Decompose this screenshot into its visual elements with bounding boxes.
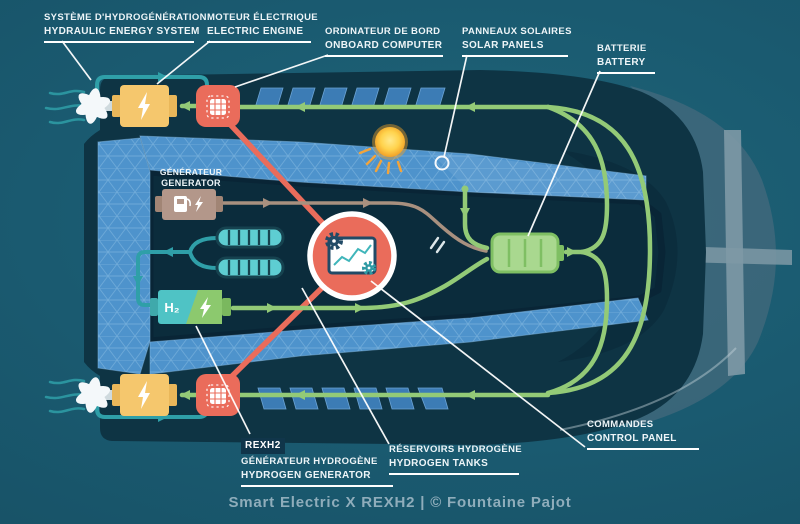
rexh2-badge: REXH2	[241, 438, 285, 455]
solar-band-bottom	[149, 297, 649, 375]
onboard-computer-bottom	[196, 374, 240, 416]
hydrogen-tank-2	[215, 256, 285, 279]
label-solar-panels: PANNEAUX SOLAIRES SOLAR PANELS	[462, 26, 572, 57]
label-electric-engine: MOTEUR ÉLECTRIQUE ELECTRIC ENGINE	[207, 12, 318, 43]
label-underline	[597, 71, 655, 74]
label-hydro-system: SYSTÈME D'HYDROGÉNÉRATION HYDRAULIC ENER…	[44, 12, 207, 43]
sun-icon	[358, 124, 408, 175]
label-hydrogen-generator: REXH2 GÉNÉRATEUR HYDROGÈNE HYDROGEN GENE…	[241, 433, 393, 487]
control-hub	[307, 211, 397, 301]
label-underline	[587, 447, 699, 450]
solar-panels	[97, 135, 649, 375]
onboard-computer-top	[196, 85, 240, 127]
label-onboard-computer: ORDINATEUR DE BORD ONBOARD COMPUTER	[325, 26, 443, 57]
gear-icon-dark	[325, 232, 343, 250]
window-row-top	[254, 87, 446, 109]
label-underline	[325, 54, 443, 57]
caption: Smart Electric X REXH2 | © Fountaine Paj…	[228, 494, 572, 511]
h2-label: H₂	[164, 300, 179, 315]
label-underline	[207, 40, 311, 43]
battery-unit	[490, 232, 564, 274]
red-control-lines	[223, 117, 335, 385]
label-underline	[462, 54, 568, 57]
solar-band-left	[97, 137, 151, 375]
chip-icon	[210, 388, 226, 404]
solar-pointer-circle	[434, 155, 450, 171]
label-generator: GÉNÉRATEUR GENERATOR	[159, 167, 223, 189]
pointer-lines	[61, 40, 601, 448]
generator-unit	[155, 189, 223, 220]
hydrogen-tank-1	[215, 226, 285, 249]
bolt-icon	[195, 196, 203, 212]
green-arrows	[180, 101, 577, 400]
teal-arrows-supply	[133, 247, 173, 286]
label-underline	[389, 472, 519, 475]
label-underline	[44, 40, 194, 43]
gear-icon-teal	[362, 261, 376, 275]
fuel-pump-icon	[174, 196, 191, 212]
electric-engine-bottom	[112, 374, 177, 416]
propeller-top	[44, 88, 116, 125]
label-control-panel: COMMANDES CONTROL PANEL	[587, 419, 699, 450]
generator-line	[216, 198, 488, 254]
label-hydrogen-tanks: RÉSERVOIRS HYDROGÈNE HYDROGEN TANKS	[389, 444, 522, 475]
electric-engine-top	[112, 85, 177, 127]
label-battery: BATTERIE BATTERY	[597, 43, 655, 74]
disconnect-break-icon	[429, 236, 446, 254]
chip-icon	[210, 99, 226, 115]
bolt-icon	[200, 297, 211, 318]
hydrogen-generator-unit: H₂	[150, 290, 231, 324]
bolt-icon	[138, 381, 150, 409]
label-underline	[241, 484, 393, 487]
bolt-icon	[138, 92, 150, 120]
green-power-lines	[179, 103, 653, 398]
